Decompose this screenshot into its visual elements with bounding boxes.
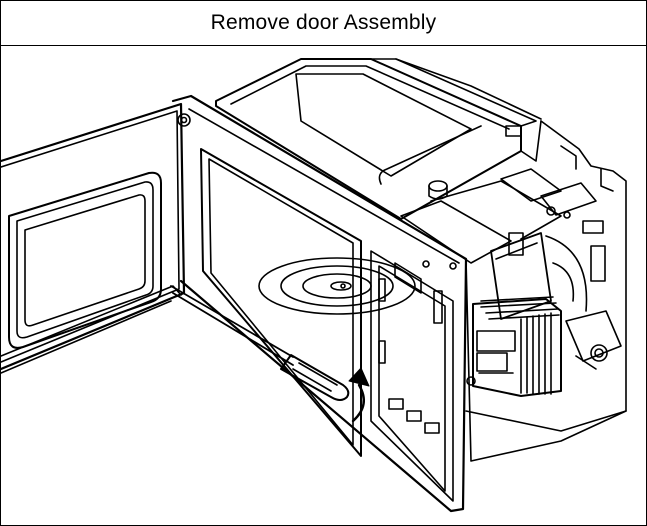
- outer-case: [215, 58, 542, 220]
- door-panel: [1, 102, 186, 374]
- illustration-area: [1, 46, 646, 525]
- microwave-illustration: [1, 58, 627, 513]
- figure-title: Remove door Assembly: [210, 11, 437, 34]
- arrow-icon: [348, 367, 370, 423]
- header-bar: Remove door Assembly: [1, 1, 646, 46]
- internal-components: [400, 120, 627, 462]
- cabinet-body: [171, 94, 468, 513]
- screwdriver: [170, 285, 350, 401]
